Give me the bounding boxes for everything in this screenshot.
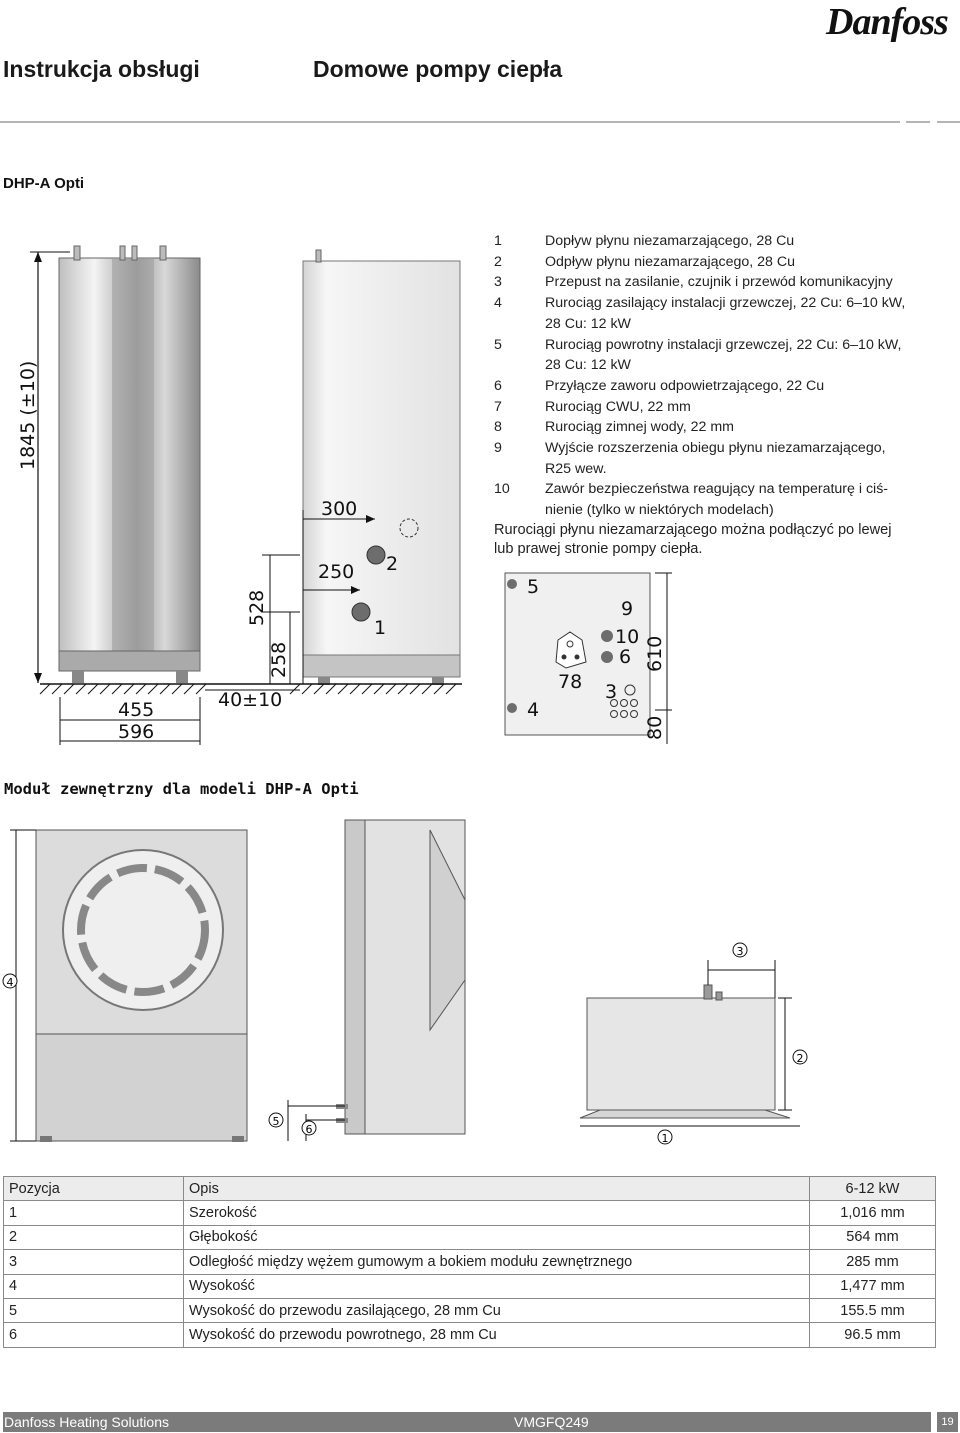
top-label-78: 78 [558,671,582,693]
top-label-4: 4 [527,699,539,721]
connection-2-label: 2 [386,553,398,575]
danfoss-logo: Danfoss [826,1,949,43]
dim-300-label: 300 [321,498,357,520]
dim-258-label: 258 [268,642,290,678]
top-label-6: 6 [619,646,631,668]
callout-4: 4 [7,976,14,989]
table-cell: 155.5 mm [809,1297,936,1324]
indoor-unit-drawing: 1845 (±10) 300 250 2 1 528 258 40±10 455… [17,245,462,745]
piping-note-line: Rurociągi płynu niezamarzającego można p… [494,522,892,538]
specification-table: Pozycja Opis 6-12 kW 1 Szerokość 1,016 m… [3,1175,936,1348]
dim-455-label: 455 [118,699,154,721]
page-number: 19 [937,1412,958,1432]
table-cell: 6 [3,1322,184,1348]
callout-5: 5 [273,1115,280,1128]
connection-1-label: 1 [374,617,386,639]
callout-2: 2 [797,1052,804,1065]
piping-note: Rurociągi płynu niezamarzającego można p… [494,521,934,559]
table-row: 4 Wysokość 1,477 mm [3,1273,936,1299]
document-title-left: Instrukcja obsługi [3,56,200,82]
section-title-outdoor-module: Moduł zewnętrzny dla modeli DHP-A Opti [4,780,359,798]
table-row: 2 Głębokość 564 mm [3,1224,936,1251]
table-cell: 1 [3,1200,184,1226]
table-header-cell: Opis [183,1175,810,1202]
legend-item: 28 Cu: 12 kW [545,357,631,374]
section-title-dhp-a-opti: DHP-A Opti [3,175,85,192]
dim-528-label: 528 [246,590,268,626]
dim-height-label: 1845 (±10) [17,361,39,470]
legend-item: 28 Cu: 12 kW [545,315,631,332]
dim-gap-label: 40±10 [218,689,282,711]
top-label-10: 10 [615,626,639,648]
table-cell: 96.5 mm [809,1322,936,1348]
callout-1: 1 [662,1132,669,1145]
dim-596-label: 596 [118,721,154,743]
top-label-5: 5 [527,576,539,598]
dim-250-label: 250 [318,561,354,583]
table-header-cell: 6-12 kW [809,1175,936,1202]
table-cell: Wysokość [183,1273,810,1299]
table-cell: 564 mm [809,1224,936,1251]
footer-company: Danfoss Heating Solutions [4,1414,169,1430]
header-rule-segment [906,121,930,123]
top-label-3: 3 [605,681,617,703]
header-rule [0,121,900,123]
table-row: 6 Wysokość do przewodu powrotnego, 28 mm… [3,1322,936,1348]
table-row: 3 Odległość między wężem gumowym a bokie… [3,1249,936,1275]
table-cell: 285 mm [809,1249,936,1275]
document-title-right: Domowe pompy ciepła [313,56,563,82]
table-cell: Wysokość do przewodu powrotnego, 28 mm C… [183,1322,810,1348]
legend-item: nienie (tylko w niektórych modelach) [545,502,774,519]
callout-6: 6 [306,1123,313,1136]
outdoor-unit-drawing: 4 5 6 3 2 1 [2,819,808,1145]
table-cell: Wysokość do przewodu zasilającego, 28 mm… [183,1297,810,1324]
header-rule-segment [937,121,960,123]
callout-3: 3 [737,945,744,958]
table-row: 1 Szerokość 1,016 mm [3,1200,936,1226]
table-cell: Szerokość [183,1200,810,1226]
piping-note-line: lub prawej stronie pompy ciepła. [494,541,703,557]
table-cell: 3 [3,1249,184,1275]
table-row: 5 Wysokość do przewodu zasilającego, 28 … [3,1297,936,1324]
table-cell: 4 [3,1273,184,1299]
legend-item: R25 wew. [545,460,607,477]
table-cell: Głębokość [183,1224,810,1251]
dim-80-label: 80 [644,716,666,740]
page-footer: Danfoss Heating Solutions VMGFQ249 19 [0,1412,960,1433]
top-label-9: 9 [621,598,633,620]
dim-610-label: 610 [644,636,666,672]
footer-code: VMGFQ249 [514,1414,589,1430]
footer-bar [3,1412,931,1432]
table-cell: 1,016 mm [809,1200,936,1226]
table-cell: Odległość między wężem gumowym a bokiem … [183,1249,810,1275]
table-cell: 1,477 mm [809,1273,936,1299]
top-view-drawing: 5 9 10 6 78 3 4 610 80 [504,572,672,744]
table-cell: 5 [3,1297,184,1324]
table-header-row: Pozycja Opis 6-12 kW [3,1175,936,1202]
table-header-cell: Pozycja [3,1175,184,1202]
table-cell: 2 [3,1224,184,1251]
